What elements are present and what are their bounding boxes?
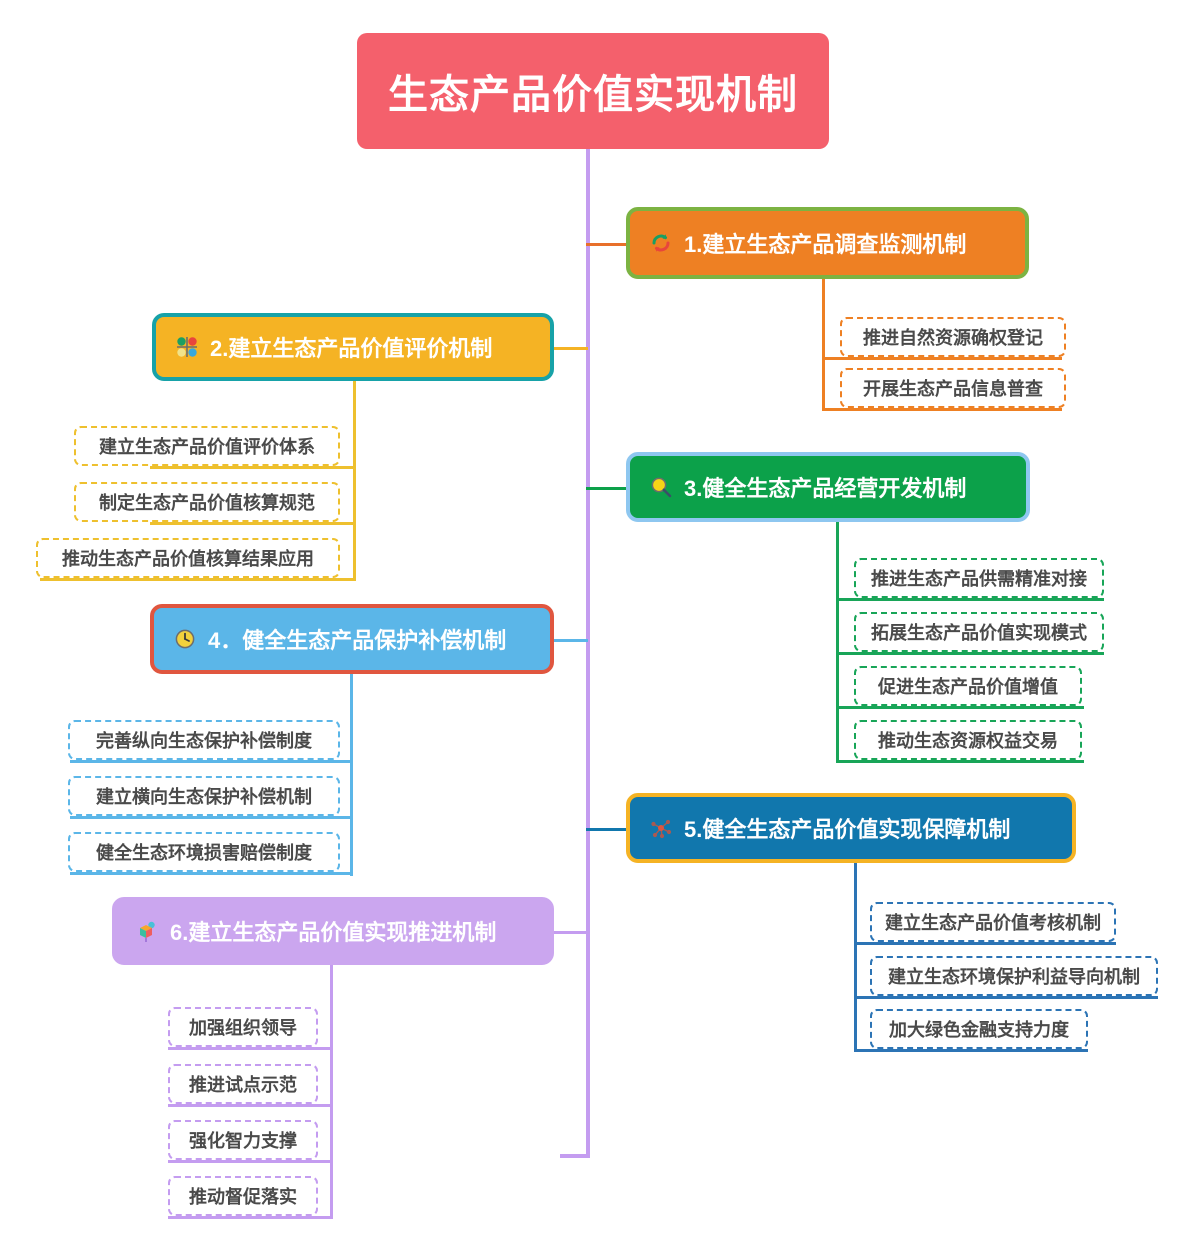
connector-branch-3 (586, 487, 630, 490)
leaf-label: 制定生态产品价值核算规范 (99, 493, 315, 513)
leaf-label: 促进生态产品价值增值 (878, 677, 1058, 697)
child-connector-5-2 (854, 996, 1158, 999)
leaf-node-5-3[interactable]: 加大绿色金融支持力度 (870, 1009, 1088, 1049)
child-connector-6-1 (168, 1047, 333, 1050)
leaf-node-3-2[interactable]: 拓展生态产品价值实现模式 (854, 612, 1104, 652)
branch-node-5[interactable]: 5.健全生态产品价值实现保障机制 (626, 793, 1076, 863)
four-dots-grid-icon (174, 334, 200, 360)
leaf-label: 建立生态产品价值评价体系 (99, 437, 315, 457)
child-connector-6-2 (168, 1104, 333, 1107)
root-title: 生态产品价值实现机制 (388, 73, 798, 117)
branch-label-5: 5.健全生态产品价值实现保障机制 (684, 817, 1011, 842)
branch-node-3[interactable]: 3.健全生态产品经营开发机制 (626, 452, 1030, 522)
branch-label-3: 3.健全生态产品经营开发机制 (684, 476, 967, 501)
leaf-node-3-1[interactable]: 推进生态产品供需精准对接 (854, 558, 1104, 598)
leaf-node-2-3[interactable]: 推动生态产品价值核算结果应用 (36, 538, 340, 578)
leaf-label: 推进自然资源确权登记 (863, 328, 1043, 348)
leaf-label: 推进试点示范 (189, 1075, 297, 1095)
leaf-node-4-3[interactable]: 健全生态环境损害赔偿制度 (68, 832, 340, 872)
leaf-label: 开展生态产品信息普查 (863, 379, 1043, 399)
child-connector-3-1 (836, 598, 1104, 601)
child-spine-5 (854, 863, 857, 1049)
leaf-label: 建立生态产品价值考核机制 (885, 913, 1101, 933)
leaf-label: 推动生态资源权益交易 (878, 731, 1058, 751)
recycle-icon (648, 230, 674, 256)
leaf-node-4-2[interactable]: 建立横向生态保护补偿机制 (68, 776, 340, 816)
leaf-node-6-3[interactable]: 强化智力支撑 (168, 1120, 318, 1160)
connector-branch-5 (586, 828, 630, 831)
child-connector-2-1 (150, 466, 356, 469)
leaf-node-5-2[interactable]: 建立生态环境保护利益导向机制 (870, 956, 1158, 996)
child-spine-3 (836, 522, 839, 760)
leaf-label: 推动督促落实 (189, 1187, 297, 1207)
gift-cube-icon (134, 918, 160, 944)
connector-branch-2 (552, 347, 588, 350)
child-connector-4-2 (70, 816, 353, 819)
branch-node-2[interactable]: 2.建立生态产品价值评价机制 (152, 313, 554, 381)
leaf-label: 推进生态产品供需精准对接 (871, 569, 1087, 589)
leaf-node-5-1[interactable]: 建立生态产品价值考核机制 (870, 902, 1116, 942)
leaf-node-1-2[interactable]: 开展生态产品信息普查 (840, 368, 1066, 408)
leaf-node-3-4[interactable]: 推动生态资源权益交易 (854, 720, 1082, 760)
child-connector-4-3 (70, 872, 353, 875)
leaf-node-6-4[interactable]: 推动督促落实 (168, 1176, 318, 1216)
child-spine-1 (822, 279, 825, 411)
child-spine-4 (350, 674, 353, 876)
leaf-label: 拓展生态产品价值实现模式 (871, 623, 1087, 643)
leaf-label: 加强组织领导 (189, 1018, 297, 1038)
branch-node-4[interactable]: 4．健全生态产品保护补偿机制 (150, 604, 554, 674)
branch-label-4: 4．健全生态产品保护补偿机制 (208, 628, 507, 653)
leaf-node-1-1[interactable]: 推进自然资源确权登记 (840, 317, 1066, 357)
branch-label-6: 6.建立生态产品价值实现推进机制 (170, 920, 497, 945)
connector-branch-1 (586, 243, 630, 246)
trunk-elbow-bottom (560, 1154, 590, 1158)
clock-icon (172, 626, 198, 652)
leaf-node-4-1[interactable]: 完善纵向生态保护补偿制度 (68, 720, 340, 760)
connector-branch-4 (552, 639, 588, 642)
leaf-node-2-2[interactable]: 制定生态产品价值核算规范 (74, 482, 340, 522)
branch-label-2: 2.建立生态产品价值评价机制 (210, 336, 493, 361)
child-connector-1-1 (822, 357, 1062, 360)
leaf-label: 建立生态环境保护利益导向机制 (888, 967, 1140, 987)
leaf-node-6-2[interactable]: 推进试点示范 (168, 1064, 318, 1104)
magnifier-icon (648, 474, 674, 500)
branch-node-1[interactable]: 1.建立生态产品调查监测机制 (626, 207, 1029, 279)
child-connector-5-3 (854, 1049, 1088, 1052)
network-nodes-icon (648, 815, 674, 841)
branch-node-6[interactable]: 6.建立生态产品价值实现推进机制 (112, 897, 554, 965)
child-connector-6-4 (168, 1216, 333, 1219)
child-connector-3-4 (836, 760, 1084, 763)
child-connector-2-3 (40, 578, 356, 581)
leaf-node-3-3[interactable]: 促进生态产品价值增值 (854, 666, 1082, 706)
child-spine-2 (353, 381, 356, 579)
child-connector-2-2 (150, 522, 356, 525)
child-connector-3-3 (836, 706, 1084, 709)
leaf-label: 完善纵向生态保护补偿制度 (96, 731, 312, 751)
child-connector-3-2 (836, 652, 1104, 655)
leaf-label: 加大绿色金融支持力度 (889, 1020, 1069, 1040)
child-connector-6-3 (168, 1160, 333, 1163)
leaf-node-2-1[interactable]: 建立生态产品价值评价体系 (74, 426, 340, 466)
branch-label-1: 1.建立生态产品调查监测机制 (684, 232, 967, 257)
leaf-label: 建立横向生态保护补偿机制 (96, 787, 312, 807)
trunk-line (586, 148, 590, 1158)
connector-branch-6 (552, 931, 588, 934)
leaf-label: 健全生态环境损害赔偿制度 (96, 843, 312, 863)
root-node[interactable]: 生态产品价值实现机制 (357, 33, 829, 149)
leaf-node-6-1[interactable]: 加强组织领导 (168, 1007, 318, 1047)
child-connector-5-1 (854, 942, 1116, 945)
child-connector-4-1 (70, 760, 353, 763)
leaf-label: 强化智力支撑 (189, 1131, 297, 1151)
child-spine-6 (330, 965, 333, 1217)
child-connector-1-2 (822, 408, 1062, 411)
leaf-label: 推动生态产品价值核算结果应用 (62, 549, 314, 569)
